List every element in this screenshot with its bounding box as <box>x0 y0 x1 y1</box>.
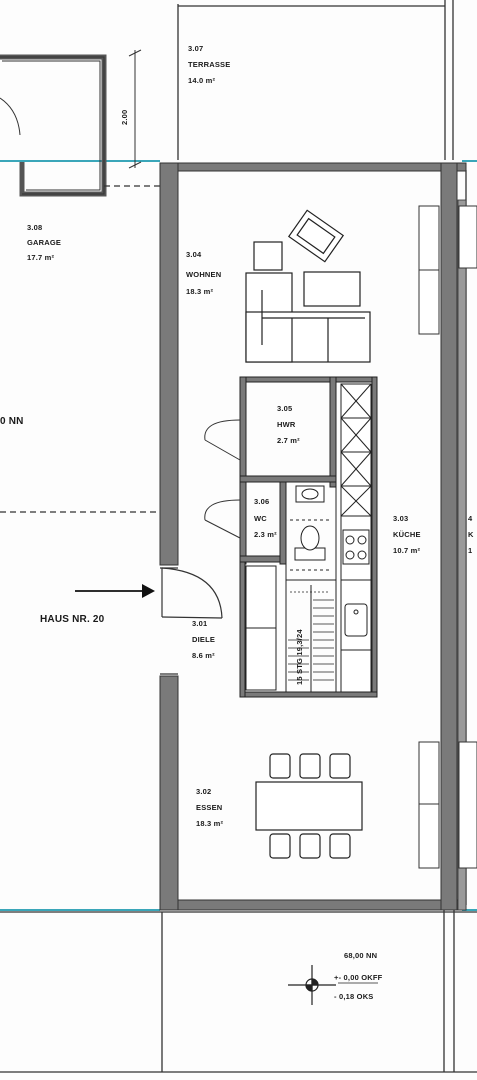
side-table-icon <box>253 241 283 271</box>
room-neighbor: 4 K 1 <box>468 514 474 555</box>
room-utility: 3.05 HWR 2.7 m² <box>277 404 300 445</box>
dashed-lines <box>0 185 160 513</box>
stair-label: 15 STG 19,3/24 <box>295 629 304 685</box>
dining-table-icon <box>255 781 363 831</box>
svg-text:8.6 m²: 8.6 m² <box>192 651 215 660</box>
wardrobe <box>245 565 277 691</box>
toilet-icon <box>294 525 326 561</box>
svg-text:WOHNEN: WOHNEN <box>186 270 221 279</box>
level-marker-icon <box>288 965 336 1005</box>
stair-steps <box>288 591 334 681</box>
sink-icon <box>344 603 368 637</box>
svg-text:3.04: 3.04 <box>186 250 202 259</box>
svg-text:2.7 m²: 2.7 m² <box>277 436 300 445</box>
svg-text:HWR: HWR <box>277 420 296 429</box>
washbasin-icon <box>295 485 325 503</box>
svg-text:18.3 m²: 18.3 m² <box>186 287 214 296</box>
svg-text:3.05: 3.05 <box>277 404 292 413</box>
svg-text:18.3 m²: 18.3 m² <box>196 819 224 828</box>
dimension-line <box>128 49 142 169</box>
entry-arrow-icon <box>75 584 155 598</box>
svg-text:3.08: 3.08 <box>27 223 42 232</box>
svg-text:+- 0,00 OKFF: +- 0,00 OKFF <box>334 973 383 982</box>
svg-text:ESSEN: ESSEN <box>196 803 222 812</box>
sofa-icon <box>245 272 371 363</box>
room-living: 3.04 WOHNEN 18.3 m² <box>186 250 221 296</box>
svg-text:KÜCHE: KÜCHE <box>393 530 421 539</box>
room-hall: 3.01 DIELE 8.6 m² <box>192 619 215 660</box>
dimension-label: 2.00 <box>120 110 129 125</box>
left-level-label: 0 NN <box>0 416 24 427</box>
entry-door <box>160 567 223 675</box>
svg-text:2.3 m²: 2.3 m² <box>254 530 277 539</box>
house-walls <box>159 162 467 911</box>
svg-text:3.02: 3.02 <box>196 787 211 796</box>
room-terrace: 3.07 TERRASSE 14.0 m² <box>188 44 230 85</box>
svg-text:1: 1 <box>468 546 472 555</box>
svg-text:TERRASSE: TERRASSE <box>188 60 230 69</box>
room-garage: 3.08 GARAGE 17.7 m² <box>27 223 61 262</box>
armchair-icon <box>287 209 345 263</box>
room-kitchen: 3.03 KÜCHE 10.7 m² <box>393 514 421 555</box>
wc-door <box>204 499 241 539</box>
windows <box>418 205 477 869</box>
room-wc: 3.06 WC 2.3 m² <box>254 497 277 539</box>
svg-text:K: K <box>468 530 474 539</box>
svg-text:- 0,18 OKS: - 0,18 OKS <box>334 992 374 1001</box>
svg-text:3.07: 3.07 <box>188 44 203 53</box>
svg-text:10.7 m²: 10.7 m² <box>393 546 421 555</box>
svg-text:DIELE: DIELE <box>192 635 215 644</box>
dining-chairs <box>269 753 351 859</box>
svg-text:17.7 m²: 17.7 m² <box>27 253 55 262</box>
interior-walls <box>239 376 378 698</box>
svg-text:4: 4 <box>468 514 473 523</box>
counter-dividers <box>341 579 371 651</box>
garage-box <box>0 54 107 197</box>
coffee-table-icon <box>303 271 361 307</box>
hwr-door <box>204 419 241 461</box>
house-number-label: HAUS NR. 20 <box>40 614 105 625</box>
svg-text:GARAGE: GARAGE <box>27 238 61 247</box>
level-labels: 68,00 NN +- 0,00 OKFF - 0,18 OKS <box>334 951 383 1001</box>
cooktop-icon <box>342 529 370 565</box>
svg-text:3.01: 3.01 <box>192 619 207 628</box>
svg-text:14.0 m²: 14.0 m² <box>188 76 216 85</box>
room-dining: 3.02 ESSEN 18.3 m² <box>196 787 224 828</box>
stairs <box>285 481 337 693</box>
svg-text:3.03: 3.03 <box>393 514 408 523</box>
svg-text:WC: WC <box>254 514 267 523</box>
svg-text:68,00 NN: 68,00 NN <box>344 951 377 960</box>
garage-door-arc <box>0 97 21 136</box>
svg-text:3.06: 3.06 <box>254 497 269 506</box>
